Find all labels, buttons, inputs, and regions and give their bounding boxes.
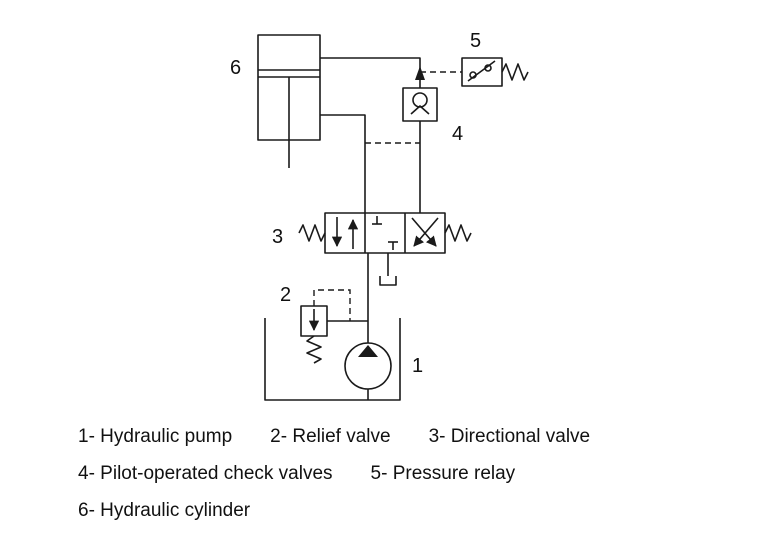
legend-row: 6- Hydraulic cylinder xyxy=(78,501,590,520)
valve-spring-right xyxy=(444,224,472,242)
pipe-cylinder-to-directional-valve xyxy=(320,114,366,213)
legend-item-pressure-relay: 5- Pressure relay xyxy=(370,463,516,484)
legend-item-relief-valve: 2- Relief valve xyxy=(270,426,391,447)
reservoir-symbol xyxy=(264,318,401,401)
pilot-check-valve-symbol xyxy=(402,87,438,122)
valve-spring-left xyxy=(298,224,326,242)
legend-row: 4- Pilot-operated check valves 5- Pressu… xyxy=(78,464,590,483)
hydraulic-pump-symbol xyxy=(344,342,392,390)
label-relief-valve: 2 xyxy=(280,284,291,306)
legend-item-directional-valve: 3- Directional valve xyxy=(428,426,591,447)
check-valve-ball xyxy=(412,92,428,108)
pump-direction-triangle xyxy=(358,345,378,357)
hydraulic-circuit-diagram: 6 5 4 3 2 1 xyxy=(230,30,529,401)
relay-switch-lever xyxy=(467,60,496,82)
relief-valve-spring xyxy=(306,335,322,364)
relief-valve-symbol xyxy=(300,305,328,364)
flow-arrow xyxy=(415,66,425,80)
check-valve-seat xyxy=(410,105,430,115)
label-cylinder: 6 xyxy=(230,57,241,79)
label-pressure-relay: 5 xyxy=(470,30,481,52)
component-number-labels: 6 5 4 3 2 1 xyxy=(230,30,481,377)
pump-circle xyxy=(344,342,392,390)
pipework-lines xyxy=(264,57,462,401)
pressure-relay-symbol xyxy=(461,57,529,87)
legend-item-check-valves: 4- Pilot-operated check valves xyxy=(78,463,333,484)
label-check-valve: 4 xyxy=(452,123,463,145)
cross-flow-arrow xyxy=(411,217,437,247)
directional-valve-symbol xyxy=(298,212,472,254)
pipe-cylinder-to-check-valve xyxy=(320,57,421,88)
legend: 1- Hydraulic pump 2- Relief valve 3- Dir… xyxy=(78,427,590,538)
hydraulic-cylinder-symbol xyxy=(257,34,321,168)
directional-valve-body xyxy=(324,212,446,254)
legend-row: 1- Hydraulic pump 2- Relief valve 3- Dir… xyxy=(78,427,590,446)
legend-item-pump: 1- Hydraulic pump xyxy=(78,426,233,447)
pressure-relay-body xyxy=(461,57,503,87)
legend-item-cylinder: 6- Hydraulic cylinder xyxy=(78,500,251,521)
pilot-line-relief-valve xyxy=(313,289,351,321)
label-directional-valve: 3 xyxy=(272,226,283,248)
check-valve-body xyxy=(402,87,438,122)
cross-flow-arrow xyxy=(413,217,439,247)
label-pump: 1 xyxy=(412,355,423,377)
tank-symbol xyxy=(379,276,397,286)
relay-spring xyxy=(501,63,529,81)
